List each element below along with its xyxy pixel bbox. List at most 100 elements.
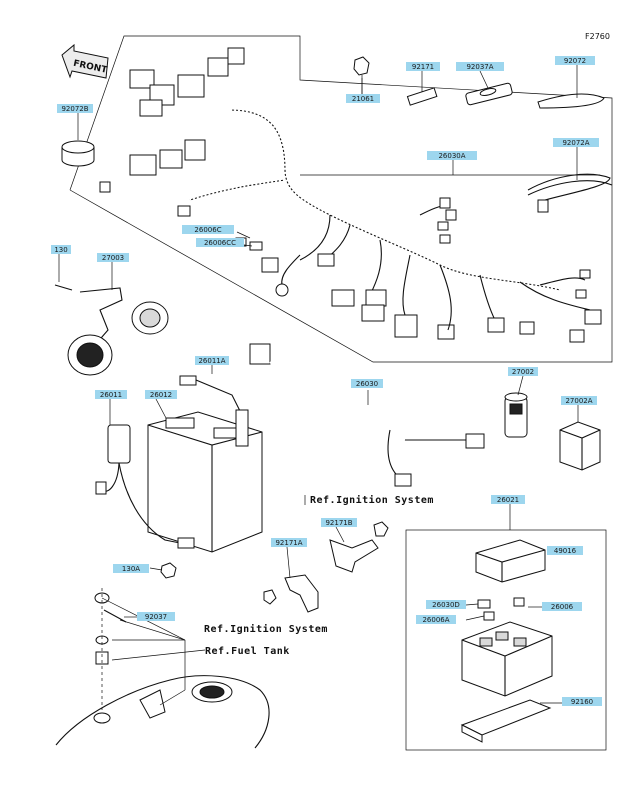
part-label-bg — [97, 253, 129, 262]
part-label-bg — [113, 564, 149, 573]
part-label-92072b: 92072B — [57, 104, 93, 113]
part-label-text: 26030D — [432, 601, 460, 609]
part-label-text: 26030 — [356, 380, 378, 388]
part-label-26030: 26030 — [351, 379, 383, 388]
battery-cable-26011 — [95, 424, 195, 549]
part-label-bg — [427, 151, 477, 160]
part-label-bg — [561, 396, 597, 405]
main-harness-drawing — [99, 47, 602, 343]
part-label-text: 92171 — [412, 63, 434, 71]
part-label-92171a: 92171A — [271, 538, 307, 547]
part-label-26012: 26012 — [145, 390, 177, 399]
relay-bracket-27003 — [54, 284, 169, 376]
part-label-bg — [57, 104, 93, 113]
fuse-26030d — [477, 599, 491, 609]
bolt-130a — [160, 562, 177, 579]
part-label-bg — [406, 62, 440, 71]
part-label-bg — [491, 495, 525, 504]
part-label-92037: 92037 — [137, 612, 175, 621]
front-arrow-icon: FRONT — [61, 43, 109, 79]
part-label-text: 26006CC — [204, 239, 236, 247]
part-label-92171: 92171 — [406, 62, 440, 71]
part-21061 — [353, 56, 370, 94]
part-label-text: 26011A — [198, 357, 225, 365]
part-label-92072a: 92072A — [553, 138, 599, 147]
part-label-49016: 49016 — [547, 546, 583, 555]
fuse-26006a — [483, 611, 495, 621]
fuse-pad-92160 — [460, 699, 552, 743]
ref-ignition-system-2: Ref.Ignition System — [204, 623, 328, 635]
clip-92171 — [406, 87, 438, 106]
part-label-bg — [196, 238, 244, 247]
part-label-text: 92072 — [564, 57, 586, 65]
part-label-bg — [426, 600, 466, 609]
part-label-26011a: 26011A — [195, 356, 229, 365]
part-label-bg — [145, 390, 177, 399]
part-label-text: 26030A — [438, 152, 465, 160]
relay-27002a — [559, 421, 601, 471]
part-label-bg — [321, 518, 357, 527]
fuse-box-body — [461, 621, 553, 697]
harness-group-outline — [69, 35, 613, 363]
part-label-text: 27002 — [512, 368, 534, 376]
band-92072a — [527, 173, 613, 213]
part-label-bg — [271, 538, 307, 547]
part-label-bg — [553, 138, 599, 147]
part-label-text: 92160 — [571, 698, 593, 706]
part-label-text: 130 — [54, 246, 67, 254]
part-label-92072: 92072 — [555, 56, 595, 65]
part-label-bg — [416, 615, 456, 624]
part-label-text: 92072A — [562, 139, 589, 147]
part-label-text: 26006A — [422, 616, 449, 624]
part-label-130a: 130A — [113, 564, 149, 573]
battery-26012 — [147, 411, 263, 553]
part-label-bg — [456, 62, 504, 71]
part-label-bg — [351, 379, 383, 388]
part-label-21061: 21061 — [346, 94, 380, 103]
part-label-text: 21061 — [352, 95, 374, 103]
part-label-92037a: 92037A — [456, 62, 504, 71]
part-label-26006: 26006 — [542, 602, 582, 611]
part-label-130: 130 — [51, 245, 71, 254]
part-label-bg — [137, 612, 175, 621]
part-label-27002a: 27002A — [561, 396, 597, 405]
ref-fuel-tank: Ref.Fuel Tank — [205, 646, 290, 657]
clamp-92037a — [465, 82, 513, 106]
battery-cable-26011a — [179, 375, 249, 447]
part-label-92160: 92160 — [562, 697, 602, 706]
part-label-text: 92072B — [61, 105, 88, 113]
part-label-text: 130A — [122, 565, 140, 573]
part-label-26030a: 26030A — [427, 151, 477, 160]
sub-harness-26030 — [249, 343, 485, 487]
fuse-cover-49016 — [475, 539, 546, 583]
part-label-27002: 27002 — [508, 367, 538, 376]
part-label-26006c: 26006C — [182, 225, 234, 234]
part-label-text: 92037 — [145, 613, 167, 621]
part-label-text: 27003 — [102, 254, 124, 262]
fuel-tank-parts — [55, 588, 270, 749]
part-label-26006a: 26006A — [416, 615, 456, 624]
part-label-26006cc: 26006CC — [196, 238, 244, 247]
part-label-text: 27002A — [565, 397, 592, 405]
part-label-text: 92171A — [275, 539, 302, 547]
part-label-bg — [562, 697, 602, 706]
part-label-text: 26012 — [150, 391, 172, 399]
band-92072 — [537, 93, 605, 109]
part-label-27003: 27003 — [97, 253, 129, 262]
part-label-text: 26006 — [551, 603, 574, 611]
fuse-26006 — [513, 597, 525, 607]
part-label-text: 26006C — [194, 226, 221, 234]
part-label-bg — [182, 225, 234, 234]
part-label-text: 92037A — [466, 63, 493, 71]
ref-ignition-system-1: Ref.Ignition System — [310, 494, 434, 506]
part-label-bg — [51, 245, 71, 254]
part-label-bg — [95, 390, 127, 399]
part-label-text: 49016 — [554, 547, 577, 555]
part-label-bg — [346, 94, 380, 103]
part-label-26030d: 26030D — [426, 600, 466, 609]
part-label-bg — [555, 56, 595, 65]
part-label-bg — [195, 356, 229, 365]
part-label-bg — [508, 367, 538, 376]
